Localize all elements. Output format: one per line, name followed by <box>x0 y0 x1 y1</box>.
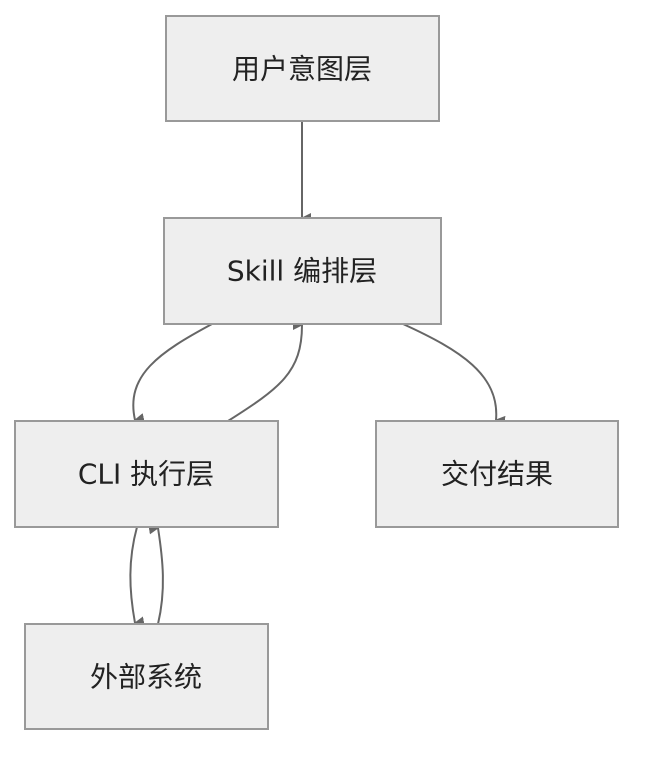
node-user-intent-label: 用户意图层 <box>232 53 372 86</box>
node-cli-execution-label: CLI 执行层 <box>78 458 214 491</box>
node-external-system-box <box>24 623 269 730</box>
node-skill-orchestration-box <box>163 217 442 325</box>
node-cli-execution: CLI 执行层 <box>14 420 279 528</box>
edge-skill-to-cli <box>132 323 213 423</box>
node-external-system-label: 外部系统 <box>90 661 202 694</box>
node-delivery-result: 交付结果 <box>375 420 619 528</box>
node-external-system: 外部系统 <box>24 623 269 730</box>
edge-skill-to-delivery <box>402 323 506 426</box>
node-skill-orchestration: Skill 编排层 <box>163 217 442 325</box>
node-delivery-result-box <box>375 420 619 528</box>
node-user-intent: 用户意图层 <box>165 15 440 122</box>
edge-cli-to-skill <box>227 319 303 422</box>
node-delivery-result-label: 交付结果 <box>441 458 553 491</box>
node-skill-orchestration-label: Skill 编排层 <box>227 255 377 288</box>
node-user-intent-box <box>165 15 440 122</box>
edge-external-to-cli <box>148 524 164 625</box>
edge-cli-to-external <box>129 526 145 627</box>
node-cli-execution-box <box>14 420 279 528</box>
